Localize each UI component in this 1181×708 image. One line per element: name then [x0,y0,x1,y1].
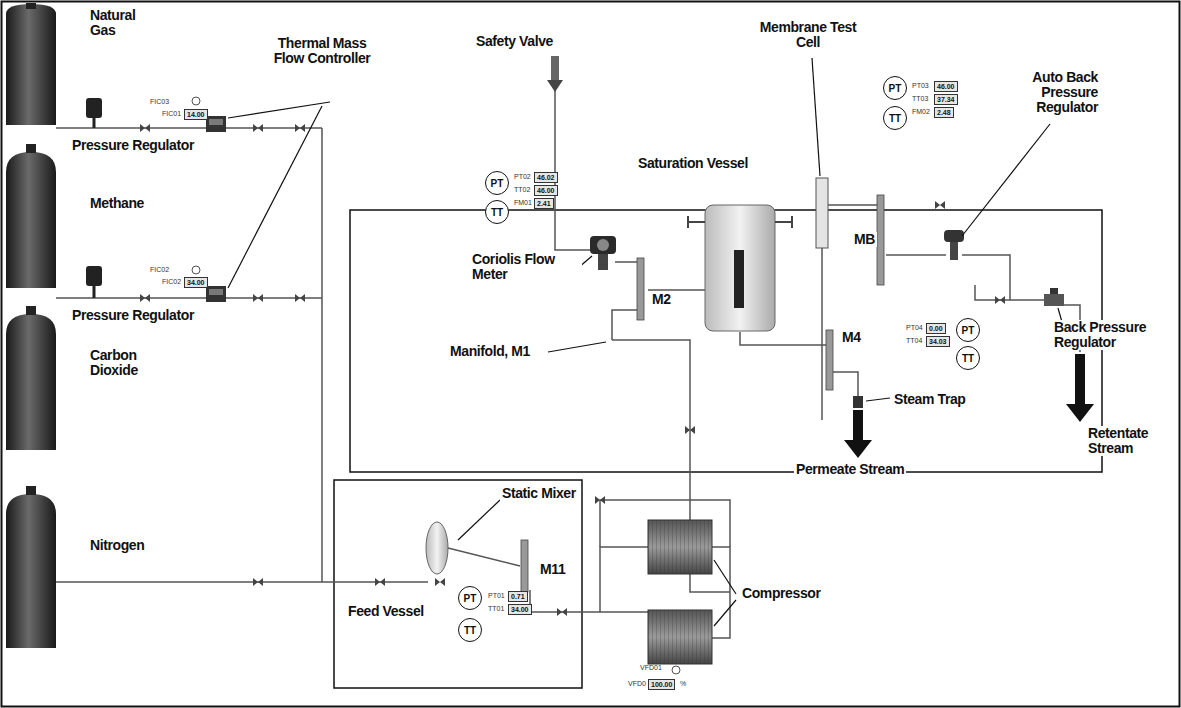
instrument-tag: FM02 [912,108,930,115]
instrument-letters: TT [889,113,901,124]
part-label: Feed Vessel [346,604,426,619]
part-label: Pressure Regulator [70,308,196,323]
leader-lines [228,58,1066,626]
instrument-letters: PT [464,593,477,604]
part-label: Compressor [740,586,822,601]
valve-symbol [685,426,695,434]
instrument-tag: FIC01 [162,110,181,117]
readout-value: 34.00 [184,277,208,288]
instrument-tag: PT04 [906,324,923,331]
instrument-bubble: TT [458,618,482,642]
part-label: Coriolis Flow Meter [470,252,582,282]
feed-enclosure [334,480,582,688]
part-label: Permeate Stream [794,462,906,477]
part-label: Auto Back Pressure Regulator [1004,70,1100,115]
part-label: Thermal Mass Flow Controller [264,36,380,66]
instrument-tag: PT02 [514,173,531,180]
valve-symbol [435,578,445,586]
instrument-letters: TT [491,207,503,218]
readout-value: 2.41 [534,198,554,209]
part-label: Methane [88,196,146,211]
devices [86,56,1094,674]
part-label: Static Mixer [500,486,578,501]
instrument-tag: PT03 [912,82,929,89]
readout-value: 100.00 [648,679,675,690]
readout-value: 0.00 [926,323,946,334]
instrument-letters: TT [464,625,476,636]
instrument-tag: TT02 [514,186,530,193]
part-label: Membrane Test Cell [756,20,860,50]
instrument-letters: PT [962,325,975,336]
readout-value: 34.03 [926,336,950,347]
instrument-letters: PT [889,83,902,94]
part-label: MB [852,232,877,247]
instrument-tag: VFD01 [640,664,662,671]
instrument-bubble: PT [956,318,980,342]
instrument-bubble: PT [458,586,482,610]
readout-value: 46.00 [534,185,558,196]
instrument-tag: % [680,680,686,687]
readout-value: 46.00 [934,81,958,92]
part-label: M11 [538,562,567,577]
part-label: Saturation Vessel [636,156,750,171]
readout-value: 14.00 [184,109,208,120]
valve-symbol [375,578,385,586]
piping [56,62,1080,638]
part-label: Pressure Regulator [70,138,196,153]
valve-symbol [253,294,263,302]
instrument-bubble: TT [883,106,907,130]
instrument-letters: PT [491,178,504,189]
part-label: Natural Gas [88,8,164,38]
valve-symbol [935,201,945,209]
instrument-tag: FM01 [514,199,532,206]
part-label: Retentate Stream [1086,426,1176,456]
valve-symbol [140,124,150,132]
instrument-bubble: TT [956,346,980,370]
part-label: Safety Valve [474,34,555,49]
part-label: Steam Trap [892,392,967,407]
part-label: Back Pressure Regulator [1052,320,1176,350]
valve-symbol [295,294,305,302]
part-label: M2 [650,292,673,307]
instrument-tag: PT01 [488,592,505,599]
instrument-bubble: PT [485,171,509,195]
instrument-tag: TT01 [488,605,504,612]
part-label: Nitrogen [88,538,146,553]
valve-symbol [995,296,1005,304]
instrument-tag: VFD0 [628,680,646,687]
readout-value: 0.71 [508,591,528,602]
instrument-tag: FIC02 [150,266,169,273]
readout-value: 34.00 [508,604,532,615]
readout-value: 37.34 [934,94,958,105]
valve-symbol [295,124,305,132]
part-label: Carbon Dioxide [88,348,164,378]
instrument-tag: TT03 [912,95,928,102]
instrument-tag: TT04 [906,337,922,344]
part-label: M4 [840,330,863,345]
instrument-tag: FIC03 [150,98,169,105]
hand-valves [140,124,1005,616]
valve-symbol [557,608,567,616]
gas-cylinders [6,3,56,648]
instrument-bubble: PT [883,76,907,100]
instrument-bubble: TT [485,200,509,224]
valve-symbol [140,294,150,302]
valve-symbol [253,124,263,132]
instrument-tag: FIC02 [162,278,181,285]
readout-value: 2.48 [934,107,954,118]
part-label: Manifold, M1 [448,344,532,359]
valve-symbol [253,578,263,586]
readout-value: 46.02 [534,172,558,183]
instrument-letters: TT [962,353,974,364]
valve-symbol [595,496,605,504]
